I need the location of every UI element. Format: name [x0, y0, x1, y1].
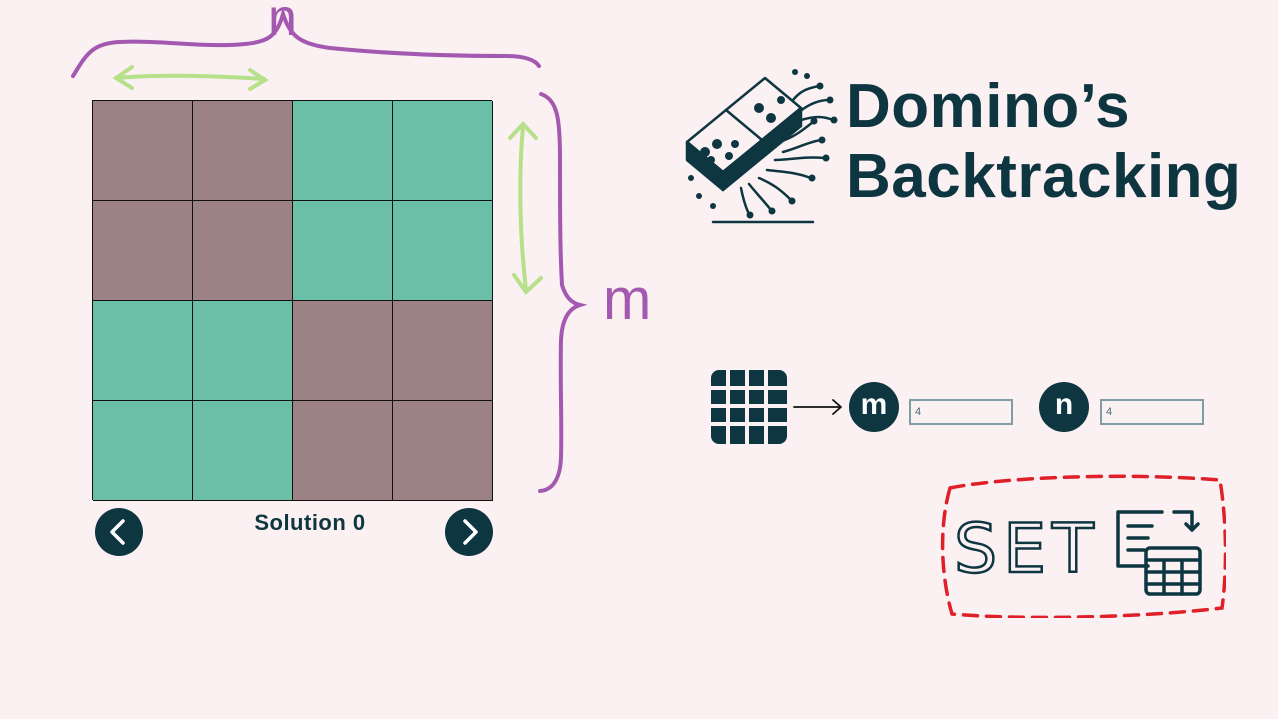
board-cell — [393, 301, 493, 401]
board-cell — [393, 101, 493, 201]
horizontal-double-arrow — [112, 65, 269, 91]
board-cell — [393, 201, 493, 301]
chevron-left-icon — [110, 519, 125, 545]
board-cell — [93, 401, 193, 501]
domino-board — [92, 100, 493, 501]
board-cell — [293, 101, 393, 201]
board-cell — [393, 401, 493, 501]
board-cell — [193, 401, 293, 501]
board-cell — [193, 101, 293, 201]
right-brace — [538, 92, 588, 493]
board-cell — [193, 301, 293, 401]
grid-icon — [711, 370, 787, 444]
columns-input[interactable] — [1100, 399, 1204, 425]
arrow-right-icon — [793, 399, 842, 415]
dimension-m-label: m — [603, 267, 652, 332]
set-button[interactable]: SET — [938, 470, 1226, 618]
rows-input[interactable] — [909, 399, 1013, 425]
board-cell — [293, 301, 393, 401]
rows-badge: m — [849, 382, 899, 432]
board-cell — [93, 101, 193, 201]
columns-badge: n — [1039, 382, 1089, 432]
board-cell — [93, 301, 193, 401]
dimension-n-label: n — [268, 0, 297, 47]
title-line-1: Domino’s — [846, 72, 1131, 141]
board-cell — [193, 201, 293, 301]
dashed-frame — [940, 474, 1226, 618]
board-cell — [293, 401, 393, 501]
board-cell — [293, 201, 393, 301]
app-title: Domino’s Backtracking — [846, 72, 1241, 212]
top-brace — [71, 6, 541, 78]
next-solution-button[interactable] — [445, 508, 493, 556]
spreadsheet-import-icon — [1116, 510, 1202, 596]
board-cell — [93, 201, 193, 301]
chevron-right-icon — [463, 519, 478, 545]
previous-solution-button[interactable] — [95, 508, 143, 556]
domino-circuit-logo — [685, 69, 838, 224]
title-line-2: Backtracking — [846, 142, 1242, 211]
vertical-double-arrow — [508, 121, 543, 296]
solution-counter: Solution 0 — [254, 510, 366, 535]
set-label: SET — [953, 509, 1100, 591]
